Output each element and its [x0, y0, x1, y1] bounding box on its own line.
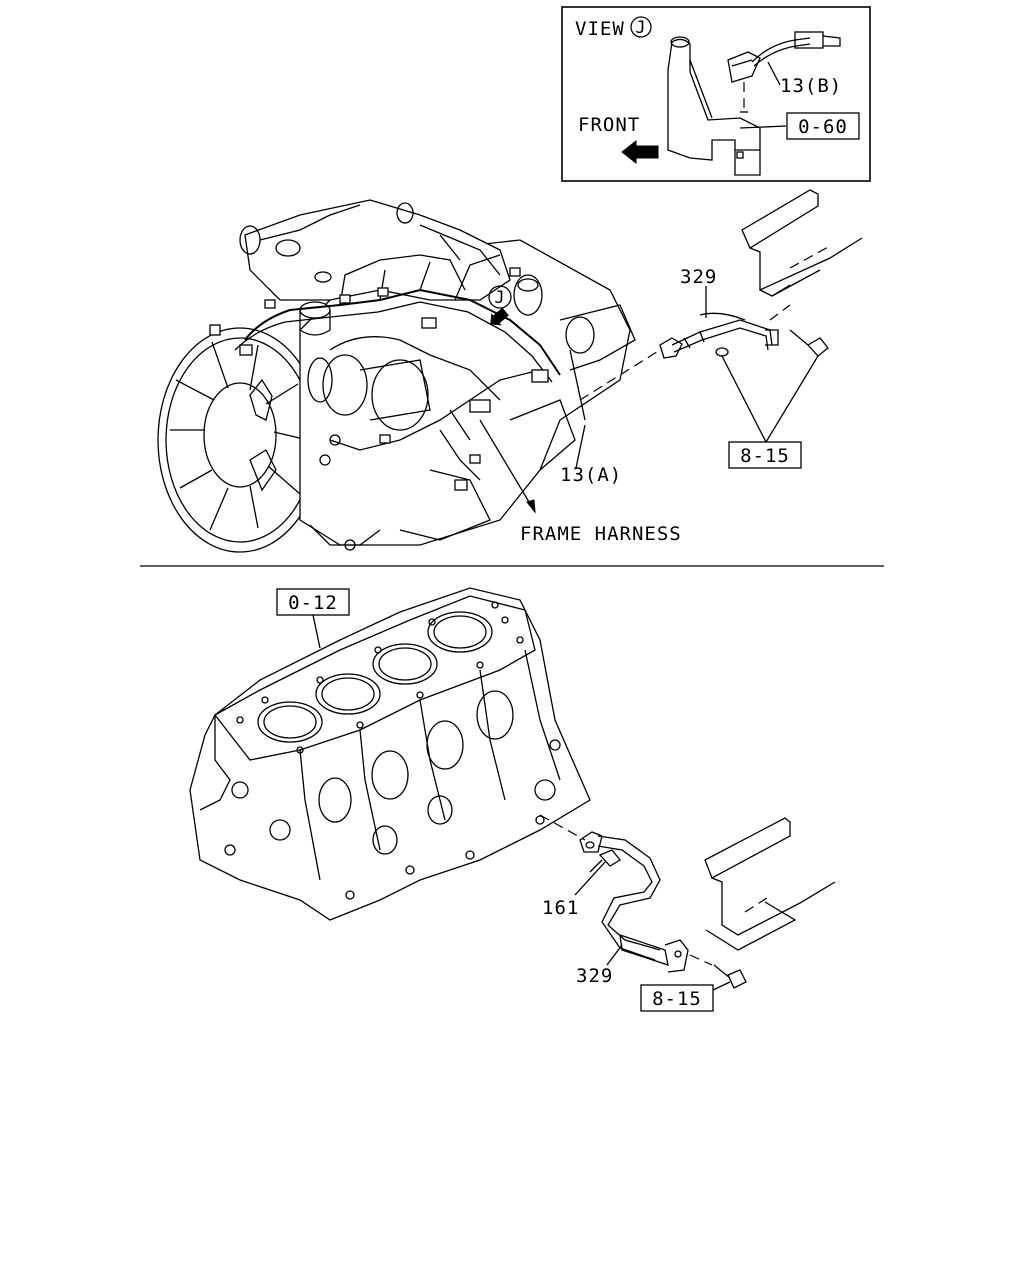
ref-0-60-label: 0-60 — [798, 116, 848, 138]
lower-leader-0-12 — [312, 614, 321, 649]
engine-assembly-drawing: J — [157, 199, 636, 553]
lower-leader-329 — [606, 944, 623, 966]
ref-0-12-label: 0-12 — [288, 592, 338, 614]
bracket-drawing — [667, 36, 761, 176]
view-direction-arrow-icon — [490, 307, 509, 326]
front-arrow-icon — [621, 139, 659, 165]
upper-sensor-329-drawing — [579, 189, 863, 401]
lower-ref-8-15-label: 8-15 — [652, 988, 702, 1010]
upper-leader-8-15 — [721, 355, 819, 443]
lower-leader-8-15 — [712, 981, 731, 991]
view-marker: J — [635, 18, 646, 38]
lower-leader-161 — [574, 861, 606, 896]
view-j-inset: VIEW J FRONT 13(B) 0-60 — [561, 6, 871, 182]
part-161-label: 161 — [542, 897, 579, 919]
cylinder-block-drawing — [189, 587, 591, 921]
lower-part-329-label: 329 — [576, 965, 613, 987]
upper-ref-8-15-label: 8-15 — [740, 445, 790, 467]
part-13a-label: 13(A) — [560, 464, 622, 486]
lower-sensor-329-drawing — [539, 814, 836, 989]
upper-part-329-label: 329 — [680, 266, 717, 288]
upper-j-marker: J — [494, 288, 505, 308]
part-13b-label: 13(B) — [780, 75, 842, 97]
frame-harness-label: FRAME HARNESS — [520, 523, 682, 545]
sensor-13b-drawing — [727, 31, 841, 113]
leader-13b — [767, 61, 781, 86]
front-label: FRONT — [578, 114, 640, 136]
view-title: VIEW — [575, 18, 625, 40]
leader-0-60 — [739, 125, 787, 129]
